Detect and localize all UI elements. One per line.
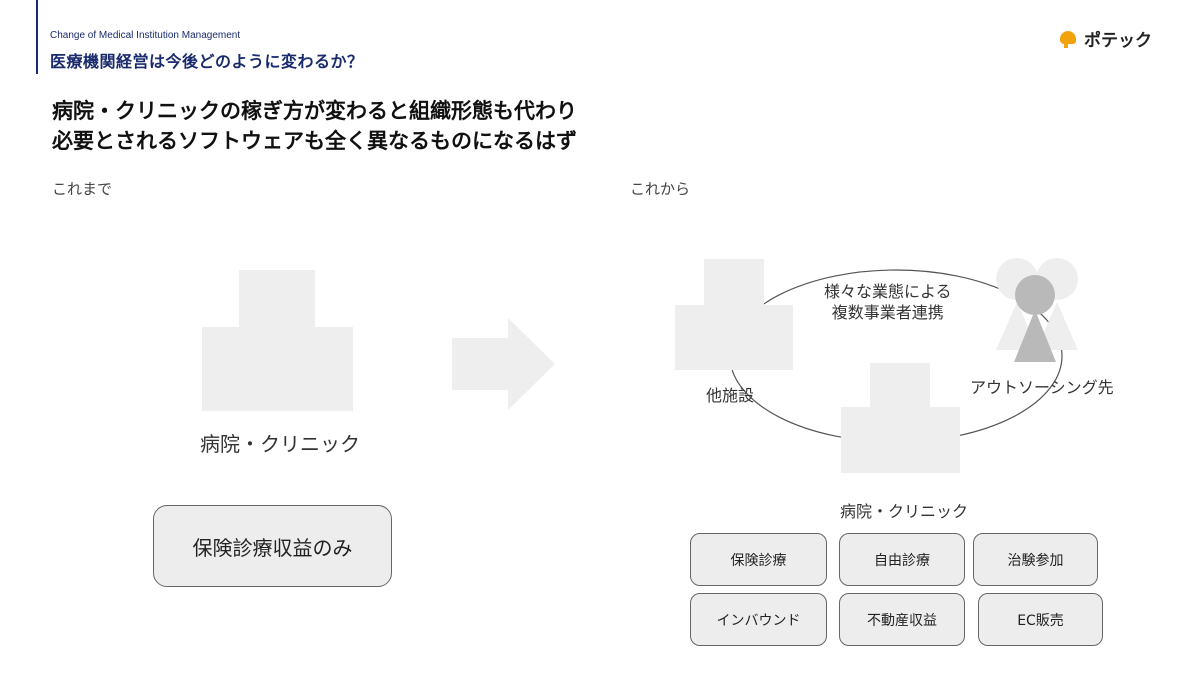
slide-headline: 病院・クリニックの稼ぎ方が変わると組織形態も代わり 必要とされるソフトウェアも全… (52, 96, 577, 156)
cycle-label: 様々な業態による 複数事業者連携 (824, 281, 952, 323)
after-section-label: これから (630, 180, 691, 198)
revenue-box-real-estate: 不動産収益 (839, 593, 965, 646)
cycle-label-line-1: 様々な業態による (824, 282, 952, 301)
revenue-box-inbound: インバウンド (690, 593, 827, 646)
outsourcing-label: アウトソーシング先 (970, 378, 1114, 397)
header-accent-bar (36, 0, 38, 74)
before-section-label: これまで (52, 180, 113, 198)
revenue-box-ec-sales: EC販売 (978, 593, 1103, 646)
other-facility-label: 他施設 (706, 386, 755, 405)
revenue-box-self-pay: 自由診療 (839, 533, 965, 586)
revenue-box-insurance: 保険診療 (690, 533, 827, 586)
headline-line-1: 病院・クリニックの稼ぎ方が変わると組織形態も代わり (52, 99, 577, 123)
cycle-label-line-2: 複数事業者連携 (831, 303, 944, 322)
logo-mark-icon (1060, 30, 1076, 48)
brand-logo: ポテック (1058, 26, 1152, 51)
after-institution-label: 病院・クリニック (840, 502, 969, 521)
logo-text: ポテック (1084, 31, 1152, 51)
header-subtitle-en: Change of Medical Institution Management (50, 30, 241, 41)
headline-line-2: 必要とされるソフトウェアも全く異なるものになるはず (52, 129, 577, 153)
header-subtitle-jp: 医療機関経営は今後どのように変わるか？ (50, 52, 364, 71)
revenue-box-clinical-trial: 治験参加 (973, 533, 1098, 586)
before-revenue-box: 保険診療収益のみ (153, 505, 392, 587)
before-institution-label: 病院・クリニック (200, 432, 360, 456)
